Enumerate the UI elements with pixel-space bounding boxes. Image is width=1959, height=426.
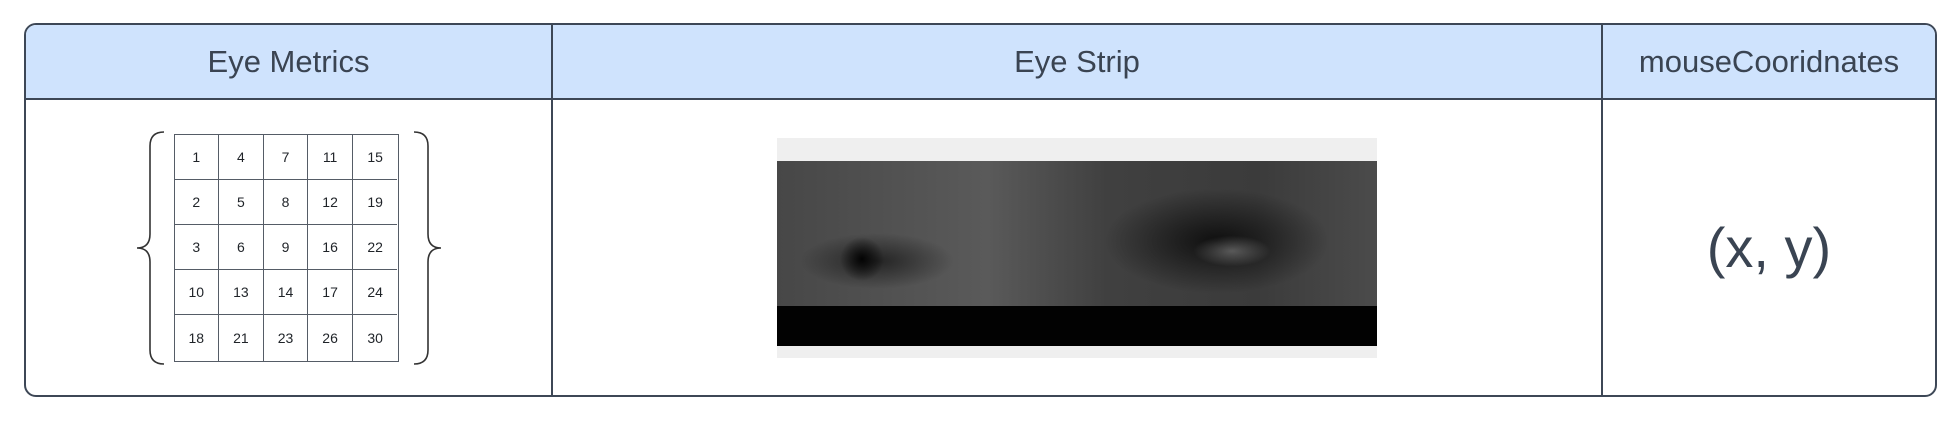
matrix-cell: 12 <box>308 179 353 225</box>
mouse-coordinates-value: (x, y) <box>1706 216 1832 279</box>
matrix-cell: 1 <box>174 134 220 180</box>
matrix-cell: 8 <box>263 179 309 225</box>
eye-metrics-matrix: 1 4 7 11 15 2 5 8 12 19 3 6 9 16 22 10 1… <box>134 130 444 366</box>
matrix-cell: 17 <box>308 270 353 316</box>
matrix-cell: 7 <box>263 134 309 180</box>
left-brace-icon <box>136 130 164 365</box>
eye-strip-black-band <box>777 305 1377 346</box>
eye-strip-cell <box>551 100 1601 395</box>
eye-metrics-cell: 1 4 7 11 15 2 5 8 12 19 3 6 9 16 22 10 1… <box>26 100 551 395</box>
header-mouse-coordinates: mouseCooridnates <box>1601 25 1935 100</box>
right-brace-icon <box>413 130 441 365</box>
matrix-cell: 3 <box>174 224 220 271</box>
matrix-cell: 13 <box>219 270 264 316</box>
matrix-cell: 11 <box>308 134 353 180</box>
matrix-cell: 15 <box>352 135 398 180</box>
matrix-cell: 16 <box>308 224 353 271</box>
header-eye-metrics: Eye Metrics <box>26 25 551 100</box>
data-table: Eye Metrics Eye Strip mouseCooridnates 1… <box>24 23 1937 397</box>
matrix-cell: 22 <box>352 225 398 271</box>
matrix-cell: 5 <box>219 179 264 225</box>
eye-strip-image <box>777 137 1377 358</box>
eye-strip-photo <box>777 160 1377 306</box>
matrix-cell: 26 <box>308 315 353 361</box>
matrix-cell: 21 <box>219 315 264 361</box>
matrix-cell: 24 <box>352 270 398 316</box>
matrix-grid: 1 4 7 11 15 2 5 8 12 19 3 6 9 16 22 10 1… <box>173 133 399 362</box>
header-eye-strip: Eye Strip <box>551 25 1601 100</box>
matrix-cell: 30 <box>367 329 383 346</box>
matrix-cell: 6 <box>219 224 264 271</box>
matrix-cell: 2 <box>174 179 220 225</box>
mouse-coordinates-cell: (x, y) <box>1601 100 1935 395</box>
matrix-cell: 9 <box>263 224 309 271</box>
matrix-cell: 23 <box>264 315 309 361</box>
matrix-cell: 19 <box>352 180 398 225</box>
matrix-cell: 18 <box>175 315 220 361</box>
matrix-cell: 4 <box>219 134 264 180</box>
matrix-cell: 14 <box>263 270 309 316</box>
matrix-cell: 10 <box>174 270 220 316</box>
